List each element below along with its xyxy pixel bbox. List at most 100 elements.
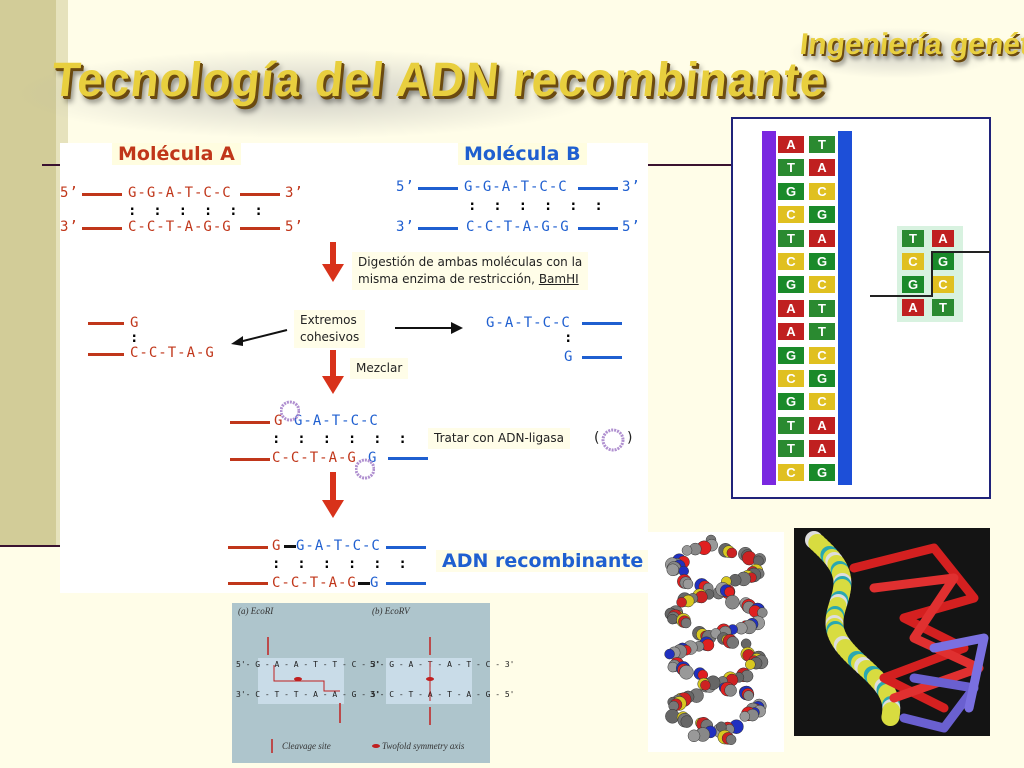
nucleotide: C (902, 253, 924, 270)
nucleotide: G (778, 182, 804, 200)
subtitle-shadow (790, 28, 1000, 78)
strand-bar (582, 356, 622, 359)
mixed-top-red: G (274, 413, 284, 429)
mixed-bot-blue: G (368, 450, 378, 466)
nucleotide: C (778, 370, 804, 387)
atom-sphere (679, 665, 694, 680)
nucleotide: T (778, 159, 804, 177)
sticky-ends-note: Extremos cohesivos (294, 310, 366, 348)
divider-right (648, 164, 732, 166)
nucleotide: G (809, 370, 835, 387)
molecule-a-label: Molécula A (112, 143, 241, 165)
arrow-shaft (330, 472, 336, 502)
molecule-a-bot-seq: C-C-T-A-G-G (128, 219, 232, 235)
figure-b-box (386, 658, 472, 704)
recomb-bot-blue: G (370, 575, 380, 591)
nucleotide: A (778, 299, 804, 317)
ligase-paren-left: ( (594, 430, 600, 446)
nucleotide: T (932, 299, 954, 316)
molecule-b-bonds: : : : : : : (468, 198, 603, 214)
symmetry-dot-icon (294, 677, 302, 681)
nucleotide: A (809, 416, 835, 434)
nucleotide: A (809, 440, 835, 458)
ligase-note: Tratar con ADN-ligasa (428, 428, 571, 449)
mixed-bot-red: C-C-T-A-G (272, 450, 357, 466)
nucleotide: C (809, 276, 835, 294)
strand-bar (82, 227, 122, 230)
strand-bar (228, 582, 268, 585)
mixed-top-blue: G-A-T-C-C (294, 413, 379, 429)
ligase-enzyme-icon (601, 428, 625, 452)
strand-bar (578, 187, 618, 190)
atom-sphere (666, 563, 680, 577)
recombinant-label: ADN recombinante (436, 550, 650, 572)
right-arrow-icon (451, 322, 463, 334)
atom-sphere (682, 578, 694, 590)
strand-bar (228, 546, 268, 549)
nick-dot-icon (280, 400, 300, 422)
figure-a-top: 5'- G - A - A - T - T - C - 3' (236, 660, 381, 669)
nucleotide: G (809, 206, 835, 224)
nucleotide: A (932, 230, 954, 247)
arrow-shaft (330, 350, 336, 378)
divider-left (42, 164, 62, 166)
nucleotide: A (902, 299, 924, 316)
nick-dot-icon (355, 458, 375, 480)
protein-ribbon (899, 673, 979, 733)
page-subtitle: Ingeniería genética (798, 28, 1024, 61)
atom-sphere (680, 617, 692, 629)
nucleotide: T (778, 440, 804, 458)
strand-bar (386, 546, 426, 549)
dna-backbone-right (838, 131, 852, 485)
legend-symmetry: Twofold symmetry axis (382, 741, 465, 751)
mixed-bonds: : : : : : : (272, 431, 407, 447)
molecule-b-bot-5: 5’ (622, 219, 641, 235)
molecule-a-top-3: 3’ (285, 185, 304, 201)
protein-dna-structure (794, 528, 990, 736)
nucleotide: C (809, 182, 835, 200)
atom-sphere (676, 597, 687, 608)
nucleotide: T (809, 323, 835, 341)
dna-sphere (881, 708, 900, 726)
sticky-left-bot: C-C-T-A-G (130, 345, 215, 361)
atom-sphere (743, 690, 754, 701)
inset-connector (870, 251, 990, 297)
nucleotide: A (778, 323, 804, 341)
page-title: Tecnología del ADN recombinante (49, 51, 830, 107)
nucleotide: G (778, 393, 804, 411)
molecule-b-top-3: 3’ (622, 179, 641, 195)
atom-sphere (700, 680, 711, 691)
strand-bar (240, 193, 280, 196)
divider-bottom (0, 545, 60, 547)
nucleotide: G (809, 463, 835, 481)
molecule-a-bot-3: 3’ (60, 219, 79, 235)
nucleotide: T (778, 229, 804, 247)
molecule-a-bonds: : : : : : : (128, 203, 263, 219)
strand-bar (418, 187, 458, 190)
sticky-right-bond: : (564, 330, 574, 346)
atom-sphere (745, 659, 756, 670)
atom-sphere (725, 734, 737, 745)
strand-bar (82, 193, 122, 196)
molecule-b-bot-seq: C-C-T-A-G-G (466, 219, 570, 235)
down-arrow-icon (322, 376, 344, 394)
left-arrow-line (238, 329, 288, 343)
digestion-note: Digestión de ambas moléculas con la mism… (352, 252, 589, 290)
atom-sphere (724, 684, 737, 697)
nucleotide: G (778, 276, 804, 294)
figure-markers (267, 637, 434, 753)
dna-spacefill-model (648, 532, 784, 752)
strand-bar (88, 322, 124, 325)
atom-sphere (681, 545, 693, 556)
molecule-b-top-seq: G-G-A-T-C-C (464, 179, 568, 195)
